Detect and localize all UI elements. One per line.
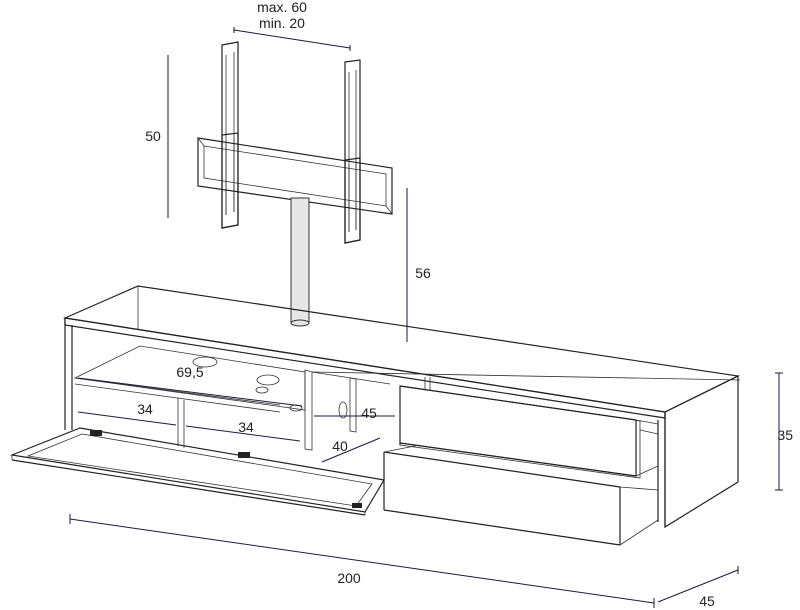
label-cabinet-width: 200: [337, 570, 361, 586]
cabinet: [9, 285, 741, 546]
label-pole-height: 56: [415, 265, 431, 281]
label-compartment-left: 34: [137, 401, 153, 417]
label-drawer-width: 45: [361, 405, 377, 421]
label-cabinet-height: 35: [777, 427, 793, 443]
label-inner-depth: 40: [332, 438, 348, 454]
tv-mount-bracket: [197, 41, 393, 244]
support-pole: [290, 197, 310, 324]
label-cabinet-depth: 45: [699, 593, 715, 609]
label-bracket-max: max. 60: [257, 0, 307, 15]
label-compartment-right: 34: [238, 419, 254, 435]
label-bracket-height: 50: [145, 128, 161, 144]
label-bracket-min: min. 20: [259, 15, 305, 31]
label-shelf-width: 69,5: [176, 364, 203, 380]
